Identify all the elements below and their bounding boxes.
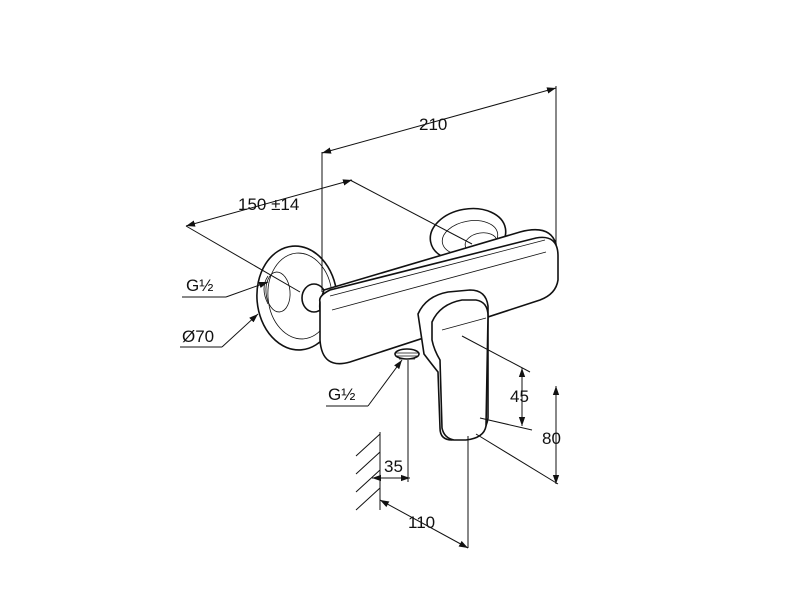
dim-label-35: 35: [384, 457, 403, 476]
dim-centre-distance: 150 ±14: [185, 179, 473, 293]
dim-body-height: 80: [475, 386, 561, 485]
dim-overall-width: 210: [321, 86, 557, 292]
dim-label-inlet-thread: G½: [186, 276, 213, 295]
dim-label-210: 210: [419, 115, 447, 134]
dim-inlet-thread: G½: [182, 276, 269, 298]
dim-label-rosette-diameter: Ø70: [182, 327, 214, 346]
dim-label-150: 150 ±14: [238, 195, 299, 214]
dim-label-110: 110: [408, 513, 435, 532]
dim-label-80: 80: [542, 429, 561, 448]
dim-rosette-diameter: Ø70: [180, 313, 259, 348]
dim-outlet-thread: G½: [326, 359, 403, 407]
dim-label-45: 45: [510, 387, 529, 406]
faucet-body: [256, 207, 559, 441]
dim-label-outlet-thread: G½: [328, 385, 355, 404]
wall-hatch: [355, 432, 381, 511]
outlet-thread: [394, 348, 420, 360]
dim-wall-offset: 35: [372, 360, 410, 482]
dim-depth: 110: [379, 436, 469, 549]
dim-handle-projection: 45: [461, 335, 533, 431]
lever-handle: [417, 289, 489, 441]
